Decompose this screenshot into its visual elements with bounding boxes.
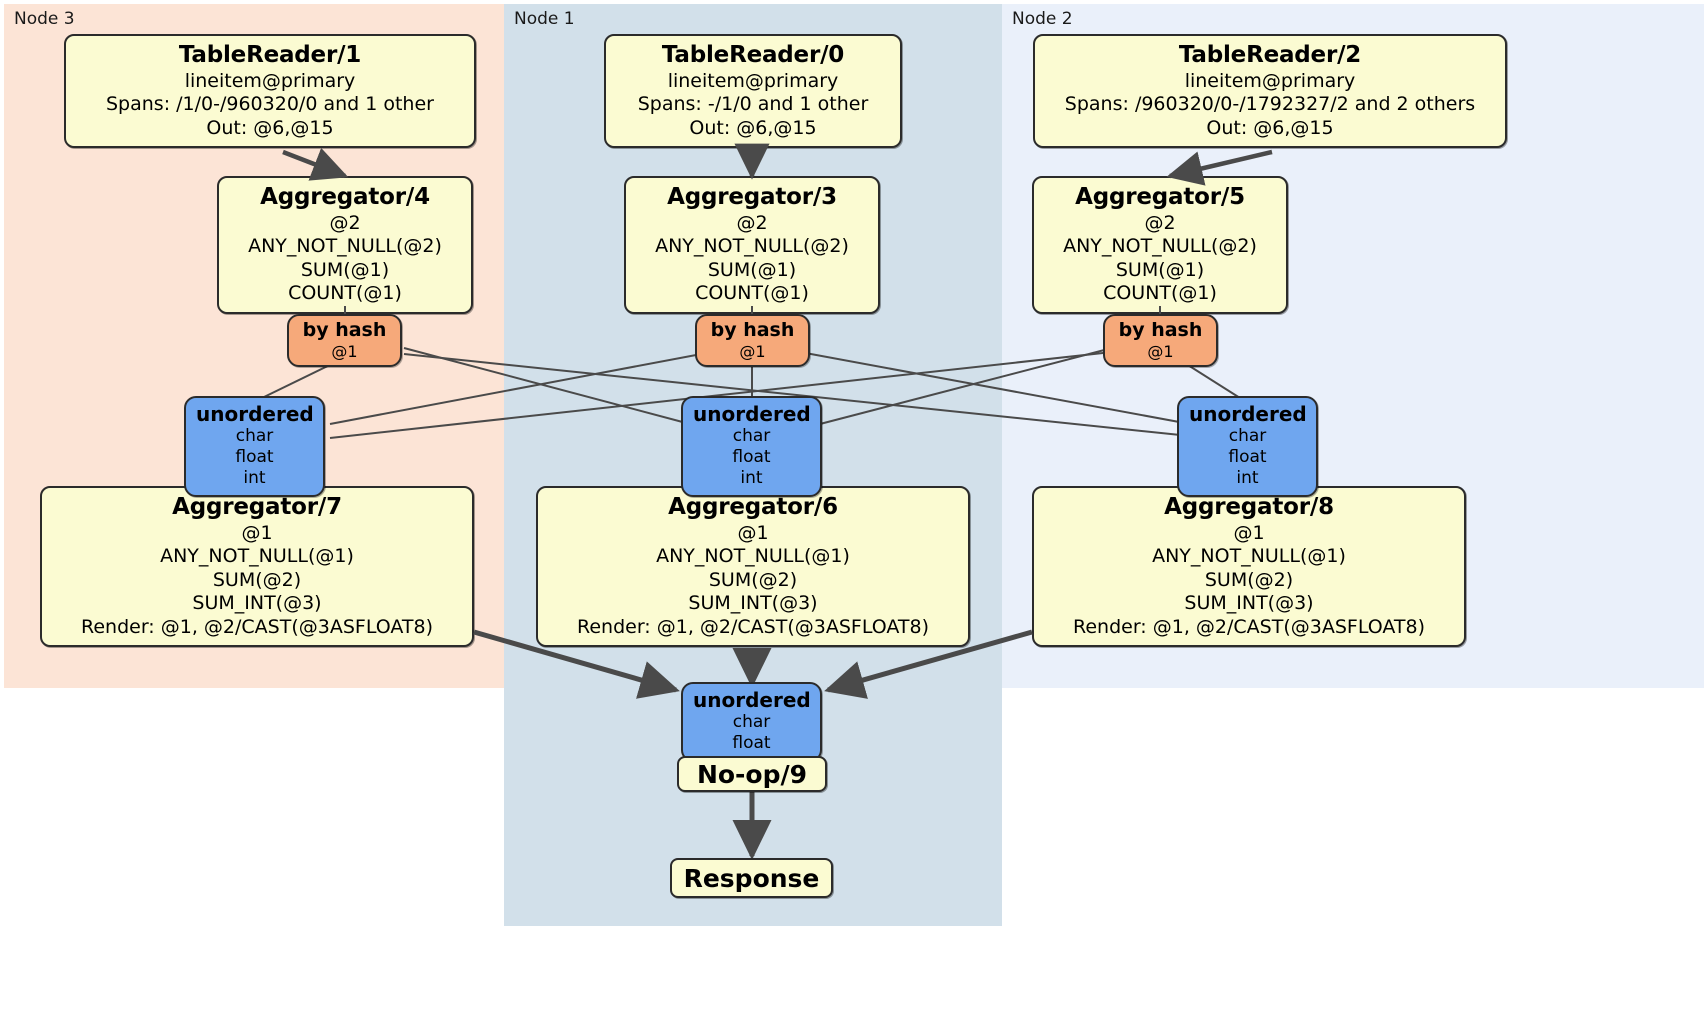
processor-group: @2 — [329, 211, 361, 234]
node-panel-label-node3: Node 3 — [14, 9, 75, 29]
router-detail: @1 — [739, 341, 766, 361]
processor-title: No-op/9 — [696, 759, 808, 789]
processor-agg-2: SUM(@1) — [300, 258, 390, 281]
processor-table: lineitem@primary — [667, 69, 839, 92]
processor-title: Aggregator/4 — [260, 184, 430, 210]
processor-agg-3: COUNT(@1) — [288, 282, 402, 305]
processor-title: Response — [683, 863, 820, 893]
processor-agg-1: ANY_NOT_NULL(@1) — [656, 545, 850, 568]
router-title: by hash — [302, 319, 387, 341]
processor-agg-3: SUM_INT(@3) — [1184, 592, 1314, 615]
receiver-type-1: char — [1228, 426, 1267, 447]
processor-agg-3: COUNT(@1) — [1103, 282, 1217, 305]
receiver-type-3: int — [243, 467, 266, 488]
processor-group: @1 — [737, 521, 769, 544]
processor-title: Aggregator/7 — [172, 494, 342, 520]
processor-aggregator-4[interactable]: Aggregator/4 @2 ANY_NOT_NULL(@2) SUM(@1)… — [217, 176, 473, 314]
processor-tablereader-0[interactable]: TableReader/0 lineitem@primary Spans: -/… — [604, 34, 902, 149]
router-by-hash-node3[interactable]: by hash @1 — [287, 314, 402, 367]
receiver-title: unordered — [693, 688, 811, 712]
receiver-type-2: float — [732, 447, 771, 468]
processor-group: @1 — [241, 521, 273, 544]
processor-aggregator-3[interactable]: Aggregator/3 @2 ANY_NOT_NULL(@2) SUM(@1)… — [624, 176, 880, 314]
processor-agg-1: ANY_NOT_NULL(@2) — [1063, 235, 1257, 258]
receiver-unordered-node2[interactable]: unordered char float int — [1177, 396, 1318, 497]
processor-agg-1: ANY_NOT_NULL(@1) — [160, 545, 354, 568]
router-detail: @1 — [1147, 341, 1174, 361]
processor-spans: Spans: /960320/0-/1792327/2 and 2 others — [1064, 93, 1476, 116]
processor-render: Render: @1, @2/CAST(@3ASFLOAT8) — [81, 615, 433, 638]
processor-group: @1 — [1233, 521, 1265, 544]
processor-aggregator-5[interactable]: Aggregator/5 @2 ANY_NOT_NULL(@2) SUM(@1)… — [1032, 176, 1288, 314]
processor-title: Aggregator/3 — [667, 184, 837, 210]
router-detail: @1 — [331, 341, 358, 361]
receiver-title: unordered — [1189, 402, 1307, 426]
receiver-type-2: float — [1228, 447, 1267, 468]
processor-group: @2 — [736, 211, 768, 234]
processor-agg-2: SUM(@1) — [707, 258, 797, 281]
processor-tablereader-2[interactable]: TableReader/2 lineitem@primary Spans: /9… — [1033, 34, 1507, 149]
receiver-type-1: char — [235, 426, 274, 447]
processor-out: Out: @6,@15 — [689, 116, 817, 139]
receiver-title: unordered — [196, 402, 314, 426]
processor-tablereader-1[interactable]: TableReader/1 lineitem@primary Spans: /1… — [64, 34, 476, 149]
processor-out: Out: @6,@15 — [206, 116, 334, 139]
processor-group: @2 — [1144, 211, 1176, 234]
receiver-type-3: int — [1236, 467, 1259, 488]
processor-agg-2: SUM(@2) — [212, 568, 302, 591]
receiver-type-2: float — [732, 733, 771, 754]
receiver-unordered-node3[interactable]: unordered char float int — [184, 396, 325, 497]
receiver-title: unordered — [693, 402, 811, 426]
processor-aggregator-7[interactable]: Aggregator/7 @1 ANY_NOT_NULL(@1) SUM(@2)… — [40, 486, 474, 648]
processor-response[interactable]: Response — [670, 858, 833, 898]
processor-agg-1: ANY_NOT_NULL(@1) — [1152, 545, 1346, 568]
processor-agg-2: SUM(@2) — [708, 568, 798, 591]
router-by-hash-node2[interactable]: by hash @1 — [1103, 314, 1218, 367]
processor-title: Aggregator/6 — [668, 494, 838, 520]
receiver-type-1: char — [732, 426, 771, 447]
processor-render: Render: @1, @2/CAST(@3ASFLOAT8) — [577, 615, 929, 638]
processor-agg-3: SUM_INT(@3) — [192, 592, 322, 615]
processor-aggregator-6[interactable]: Aggregator/6 @1 ANY_NOT_NULL(@1) SUM(@2)… — [536, 486, 970, 648]
processor-agg-3: COUNT(@1) — [695, 282, 809, 305]
processor-out: Out: @6,@15 — [1206, 116, 1334, 139]
processor-agg-2: SUM(@2) — [1204, 568, 1294, 591]
processor-agg-2: SUM(@1) — [1115, 258, 1205, 281]
receiver-type-2: float — [235, 447, 274, 468]
processor-spans: Spans: /1/0-/960320/0 and 1 other — [106, 93, 434, 116]
processor-agg-3: SUM_INT(@3) — [688, 592, 818, 615]
router-by-hash-node1[interactable]: by hash @1 — [695, 314, 810, 367]
receiver-unordered-node1[interactable]: unordered char float int — [681, 396, 822, 497]
processor-title: TableReader/1 — [178, 42, 362, 68]
processor-agg-1: ANY_NOT_NULL(@2) — [655, 235, 849, 258]
processor-spans: Spans: -/1/0 and 1 other — [637, 93, 869, 116]
processor-title: TableReader/2 — [1178, 42, 1362, 68]
router-title: by hash — [1118, 319, 1203, 341]
receiver-type-3: int — [740, 467, 763, 488]
node-panel-label-node2: Node 2 — [1012, 9, 1073, 29]
processor-title: Aggregator/8 — [1164, 494, 1334, 520]
processor-title: TableReader/0 — [661, 42, 845, 68]
receiver-type-1: char — [732, 712, 771, 733]
processor-agg-1: ANY_NOT_NULL(@2) — [248, 235, 442, 258]
processor-table: lineitem@primary — [1184, 69, 1356, 92]
processor-noop-9[interactable]: No-op/9 — [677, 756, 827, 792]
processor-render: Render: @1, @2/CAST(@3ASFLOAT8) — [1073, 615, 1425, 638]
processor-table: lineitem@primary — [184, 69, 356, 92]
node-panel-label-node1: Node 1 — [514, 9, 575, 29]
router-title: by hash — [710, 319, 795, 341]
processor-title: Aggregator/5 — [1075, 184, 1245, 210]
processor-aggregator-8[interactable]: Aggregator/8 @1 ANY_NOT_NULL(@1) SUM(@2)… — [1032, 486, 1466, 648]
receiver-unordered-final[interactable]: unordered char float — [681, 682, 822, 762]
